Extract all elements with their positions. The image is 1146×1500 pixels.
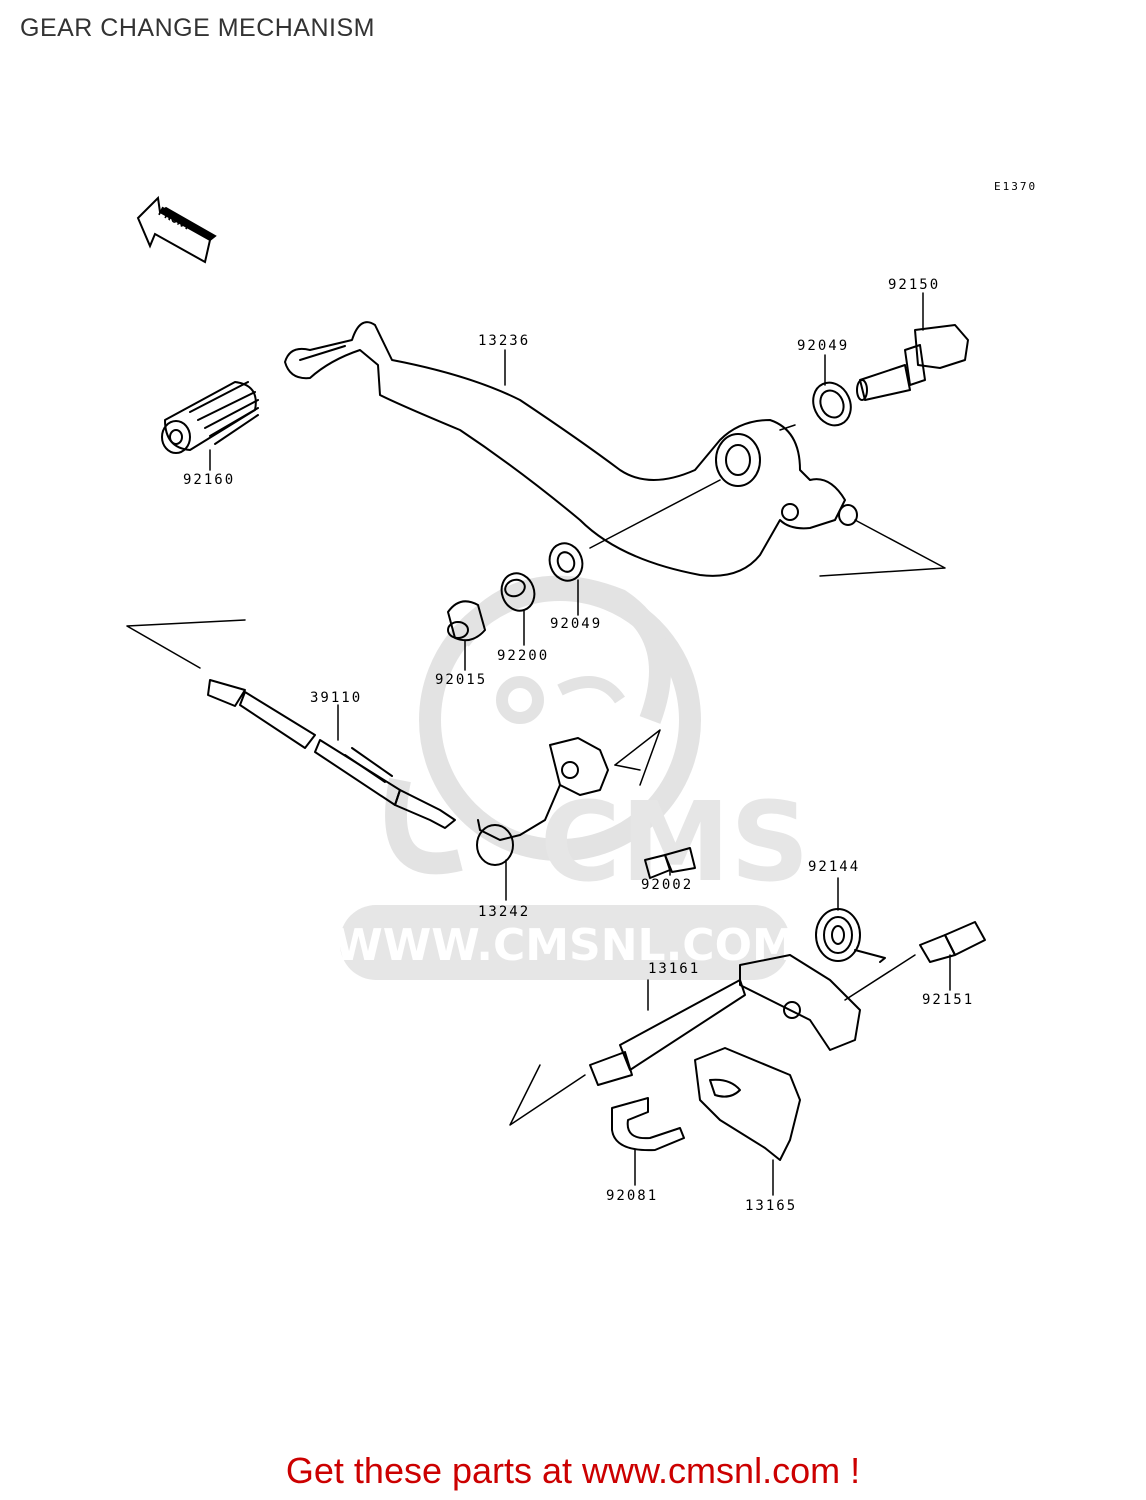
front-arrow-icon: FRONT bbox=[136, 195, 217, 264]
part-labels: 13236 92150 92049 92160 92049 92200 9201… bbox=[183, 277, 974, 1214]
part-label[interactable]: 13242 bbox=[478, 904, 530, 920]
part-label[interactable]: 92150 bbox=[888, 277, 940, 293]
part-label[interactable]: 92151 bbox=[922, 992, 974, 1008]
watermark bbox=[385, 575, 701, 875]
plate-13165 bbox=[694, 1047, 801, 1161]
seal-92049-lower bbox=[548, 542, 584, 582]
part-label[interactable]: 13161 bbox=[648, 961, 700, 977]
part-label[interactable]: 39110 bbox=[310, 690, 362, 706]
watermark-logo: CMS WWW.CMSNL.COM bbox=[334, 778, 809, 980]
shift-shaft-13161 bbox=[589, 954, 861, 1086]
watermark-url-banner bbox=[340, 905, 790, 980]
pedal-rubber-92160 bbox=[161, 381, 259, 454]
seal-92049-upper bbox=[812, 381, 852, 427]
watermark-mascot-eye bbox=[496, 676, 544, 724]
watermark-mascot-wink bbox=[557, 676, 625, 704]
part-label[interactable]: 92144 bbox=[808, 859, 860, 875]
part-label[interactable]: 92081 bbox=[606, 1188, 658, 1204]
part-label[interactable]: 92049 bbox=[797, 338, 849, 354]
gear-pedal-13236 bbox=[284, 321, 858, 577]
pin-92151 bbox=[919, 921, 986, 963]
watermark-url-text: WWW.CMSNL.COM bbox=[334, 920, 796, 971]
part-label[interactable]: 92049 bbox=[550, 616, 602, 632]
shift-arm-13242 bbox=[476, 737, 609, 866]
part-label[interactable]: 92160 bbox=[183, 472, 235, 488]
page-title: GEAR CHANGE MECHANISM bbox=[20, 14, 375, 42]
part-label[interactable]: 13236 bbox=[478, 333, 530, 349]
part-label[interactable]: 92002 bbox=[641, 877, 693, 893]
tie-rod-39110 bbox=[207, 679, 456, 829]
diagram-code: E1370 bbox=[994, 180, 1037, 193]
watermark-mascot-hair bbox=[451, 575, 671, 724]
watermark-logo-text: CMS bbox=[540, 778, 809, 906]
promo-link[interactable]: Get these parts at www.cmsnl.com ! bbox=[285, 1450, 861, 1491]
nut-92015 bbox=[447, 600, 486, 642]
leader-lines bbox=[126, 292, 951, 1196]
spring-92144 bbox=[815, 908, 886, 963]
clip-92081 bbox=[611, 1097, 685, 1152]
part-label[interactable]: 92200 bbox=[497, 648, 549, 664]
bolt-92150 bbox=[856, 324, 969, 401]
part-label[interactable]: 13165 bbox=[745, 1198, 797, 1214]
part-label[interactable]: 92015 bbox=[435, 672, 487, 688]
